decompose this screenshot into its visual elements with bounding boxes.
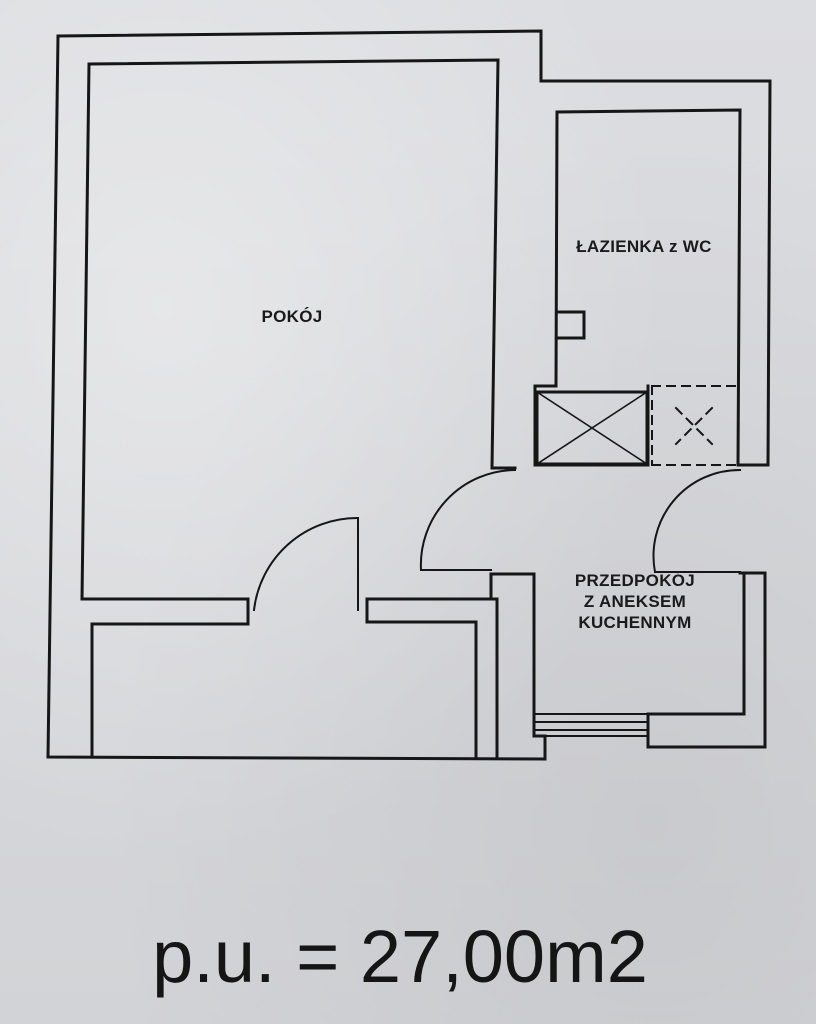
door-lazienka [652,468,742,574]
outer-wall-left [46,34,547,761]
room-label-line: Z ANEKSEM [583,592,687,611]
door-jamb-left [90,597,250,759]
room-label-pokoj: POKÓJ [261,307,323,326]
pokoj-wall [80,58,517,601]
area-label: p.u. = 27,00m2 [152,915,648,998]
room-label-lazienka: ŁAZIENKA z WC [576,237,712,256]
door-jamb-right [365,597,478,759]
room-label-przedpokoj: PRZEDPOKÓJ Z ANEKSEM KUCHENNYM [540,570,730,633]
room-label-line: PRZEDPOKÓJ [574,571,696,590]
shower-tray [535,390,649,466]
lazienka-wall [554,108,742,467]
hall-wall-left [489,572,516,601]
ventilation-dashed [651,385,739,466]
door-hall-left [419,468,517,572]
hall-window [533,713,649,737]
room-label-line: KUCHENNYM [578,613,692,632]
outer-wall-right-lower [646,571,767,749]
door-pokoj [252,516,360,612]
washbasin [555,310,586,340]
outer-wall [56,29,772,467]
